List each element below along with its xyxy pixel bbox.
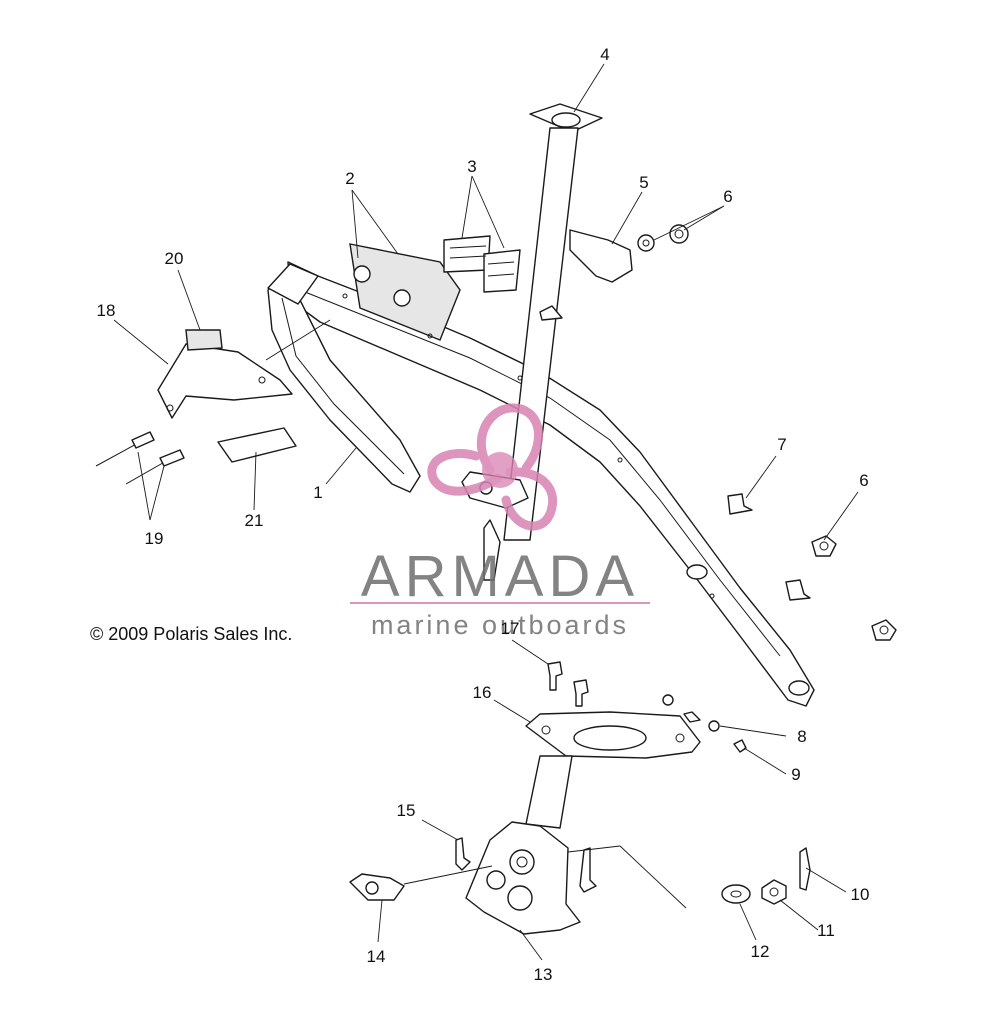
callout-19: 19 xyxy=(145,529,164,548)
callout-1: 1 xyxy=(313,483,322,502)
right-bolts xyxy=(727,493,897,641)
steering-shaft xyxy=(461,103,603,581)
watermark-tagline: marine outboards xyxy=(371,610,629,640)
clamp-pair xyxy=(443,235,521,293)
callout-14: 14 xyxy=(367,947,386,966)
propeller-hub xyxy=(482,452,518,488)
callout-4: 4 xyxy=(600,45,609,64)
callout-13: 13 xyxy=(534,965,553,984)
callout-6-right: 6 xyxy=(859,471,868,490)
cotter-pin xyxy=(799,847,811,891)
callout-16: 16 xyxy=(473,683,492,702)
rivet-pair xyxy=(95,431,185,485)
plate-hardware xyxy=(662,694,747,753)
leader-lines xyxy=(113,63,859,961)
propeller-logo xyxy=(427,403,558,531)
pedestal-base xyxy=(465,821,581,935)
screws xyxy=(547,661,589,707)
callout-18: 18 xyxy=(97,301,116,320)
callout-17: 17 xyxy=(501,619,520,638)
callout-3: 3 xyxy=(467,157,476,176)
copyright-notice: © 2009 Polaris Sales Inc. xyxy=(90,624,292,644)
mount-bracket xyxy=(569,224,689,283)
callout-labels: 1 2 3 4 5 6 6 7 8 9 10 11 12 13 14 15 16… xyxy=(97,45,870,984)
callout-8: 8 xyxy=(797,727,806,746)
pin xyxy=(455,837,471,871)
mounting-plate xyxy=(525,711,701,759)
callout-6-top: 6 xyxy=(723,187,732,206)
callout-21: 21 xyxy=(245,511,264,530)
watermark-brand: ARMADA xyxy=(361,544,639,609)
lower-column xyxy=(525,755,573,829)
callout-2: 2 xyxy=(345,169,354,188)
shield-panel xyxy=(157,329,293,419)
pad xyxy=(217,427,297,463)
callout-5: 5 xyxy=(639,173,648,192)
callout-15: 15 xyxy=(397,801,416,820)
callout-12: 12 xyxy=(751,942,770,961)
hex-nut xyxy=(761,879,787,905)
front-frame-assembly xyxy=(267,243,815,707)
cotter-pin-small xyxy=(579,847,597,893)
callout-7: 7 xyxy=(777,435,786,454)
callout-9: 9 xyxy=(791,765,800,784)
washer xyxy=(721,884,751,904)
armada-watermark: ARMADA marine outboards xyxy=(350,403,650,640)
callout-11: 11 xyxy=(817,921,835,940)
callout-20: 20 xyxy=(165,249,184,268)
callout-10: 10 xyxy=(851,885,870,904)
handle-knob xyxy=(349,873,405,901)
